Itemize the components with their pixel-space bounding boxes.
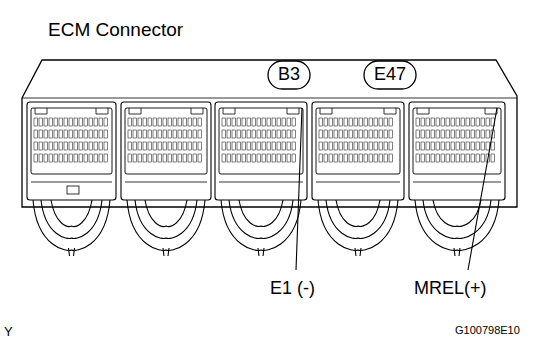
figure-code: G100798E10 <box>455 324 520 336</box>
wire-harness <box>318 200 398 256</box>
wire-harness <box>33 200 110 256</box>
connector-callout: B3 <box>267 60 311 90</box>
view-mark: Y <box>4 325 13 339</box>
connector-block <box>121 102 211 200</box>
connector-housing <box>22 60 517 207</box>
wire-harness <box>127 200 205 256</box>
leader-line <box>296 108 497 270</box>
pin-name: E1 (-) <box>270 279 315 299</box>
connector-block <box>27 102 116 200</box>
pin-name: MREL(+) <box>414 279 487 299</box>
connector-block <box>215 102 307 200</box>
connector-block <box>312 102 404 200</box>
connector-code: B3 <box>267 65 311 85</box>
wire-harness <box>221 200 301 256</box>
connector-block <box>409 102 505 200</box>
figure-title: ECM Connector <box>48 20 183 41</box>
connector-code: E47 <box>363 65 417 85</box>
connector-callout: E47 <box>363 60 417 90</box>
wire-harness <box>415 200 499 256</box>
